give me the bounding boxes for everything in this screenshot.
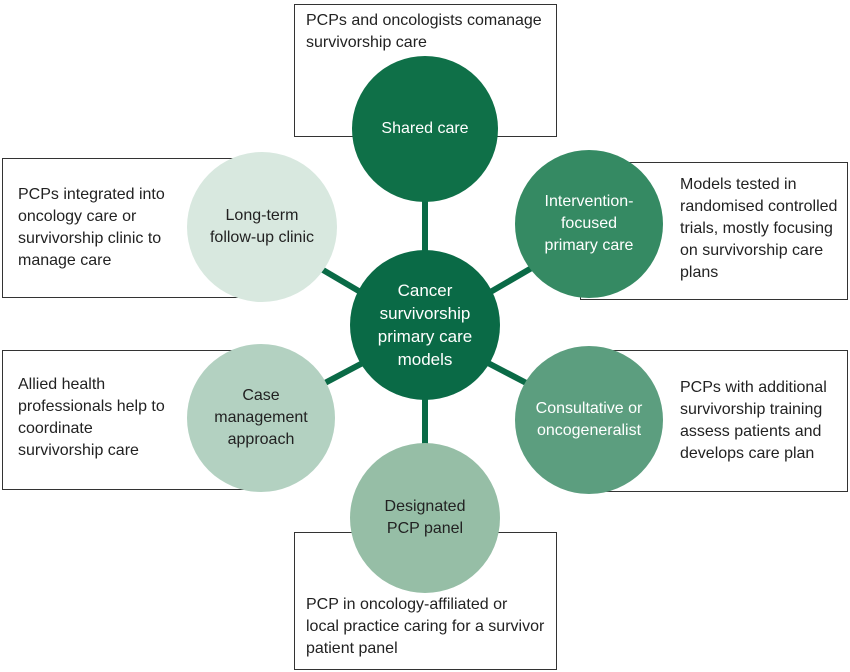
intervention-focused-node: Intervention- focused primary care <box>515 150 663 298</box>
shared-care-label: Shared care <box>381 120 469 137</box>
case-management-label: Case management approach <box>214 387 308 448</box>
case-management-node: Case management approach <box>187 344 335 492</box>
designated-pcp-panel-node: Designated PCP panel <box>350 443 500 593</box>
consultative-label: Consultative or oncogeneralist <box>535 400 643 439</box>
intervention-focused-description: Models tested in randomised controlled t… <box>680 176 838 281</box>
center-label: Cancer survivorship primary care models <box>377 281 473 369</box>
long-term-follow-up-description: PCPs integrated into oncology care or su… <box>18 186 165 269</box>
consultative-description: PCPs with additional survivorship traini… <box>680 379 827 462</box>
designated-pcp-panel-label: Designated PCP panel <box>384 498 466 537</box>
shared-care-node: Shared care <box>352 56 498 202</box>
shared-care-description: PCPs and oncologists comanage survivorsh… <box>306 12 542 51</box>
intervention-focused-label: Intervention- focused primary care <box>544 193 634 254</box>
long-term-follow-up-label: Long-term follow-up clinic <box>209 207 315 246</box>
center-node: Cancer survivorship primary care models <box>350 250 500 400</box>
designated-pcp-panel-description: PCP in oncology-affiliated or local prac… <box>306 596 545 657</box>
case-management-description: Allied health professionals help to coor… <box>18 376 165 459</box>
consultative-node: Consultative or oncogeneralist <box>515 346 663 494</box>
long-term-follow-up-node: Long-term follow-up clinic <box>187 152 337 302</box>
